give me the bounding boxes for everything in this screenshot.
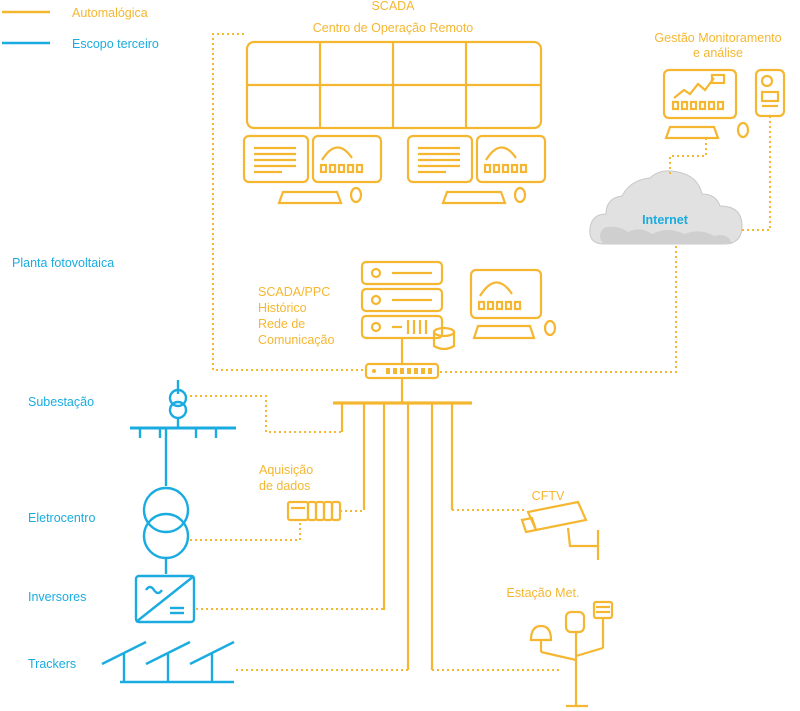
video-wall: [245, 40, 543, 130]
server-label-line2: Histórico: [258, 301, 307, 315]
monitoring-to-internet-link: [669, 138, 707, 176]
internet-cloud-icon: [589, 170, 743, 245]
substation-link: [190, 395, 342, 433]
subestacao-label: Subestação: [28, 395, 94, 409]
eletrocentro-link: [190, 520, 301, 541]
data-acquisition-module-icon: [286, 500, 342, 522]
historian-workstation: [469, 268, 557, 340]
scada-title: SCADA: [371, 0, 415, 13]
eletrocentro-transformer-icon: [142, 486, 190, 574]
legend-terceiro-label: Escopo terceiro: [72, 37, 159, 51]
mobile-to-internet-link: [742, 116, 771, 231]
server-label-line3: Rede de: [258, 317, 305, 331]
weather-station-icon: [529, 600, 614, 708]
server-label-line4: Comunicação: [258, 333, 334, 347]
monitoring-title-line2: e análise: [693, 46, 743, 60]
eletrocentro-label: Eletrocentro: [28, 511, 95, 525]
inversores-label: Inversores: [28, 590, 86, 604]
acquisition-label-line2: de dados: [259, 479, 310, 493]
internet-to-switch-link: [440, 246, 677, 373]
server-rack-icon: [360, 260, 444, 364]
server-label-line1: SCADA/PPC: [258, 285, 330, 299]
trackers-icon: [101, 640, 235, 684]
legend: Automalógica Escopo terceiro: [2, 6, 159, 51]
control-center-link: [212, 33, 364, 371]
plant-label: Planta fotovoltaica: [12, 256, 114, 270]
scada-subtitle: Centro de Operação Remoto: [313, 21, 474, 35]
network-switch-icon: [364, 362, 440, 402]
substation-transformer-icon: [130, 380, 236, 486]
operator-workstation-right: [406, 134, 547, 205]
internet-label: Internet: [642, 213, 689, 227]
database-icon: [432, 326, 456, 351]
mobile-device-icon: [754, 68, 786, 118]
acquisition-label-line1: Aquisição: [259, 463, 313, 477]
operator-workstation-left: [242, 134, 383, 205]
weather-label: Estação Met.: [507, 586, 580, 600]
legend-automalogica-label: Automalógica: [72, 6, 148, 20]
field-bus: [333, 401, 472, 670]
trackers-label: Trackers: [28, 657, 76, 671]
inverter-icon: [134, 574, 196, 624]
monitoring-workstation: [662, 68, 750, 140]
cctv-camera-icon: [520, 500, 600, 560]
monitoring-title-line1: Gestão Monitoramento: [654, 31, 781, 45]
cftv-label: CFTV: [532, 489, 565, 503]
